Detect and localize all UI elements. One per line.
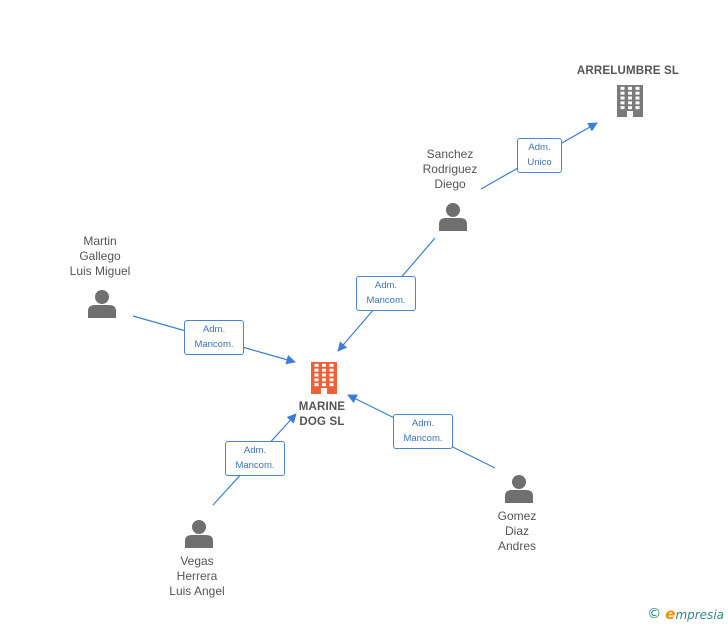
relation-role: Adm.	[202, 324, 226, 335]
person-icon-gomez[interactable]	[505, 475, 533, 503]
person-label-sanchez[interactable]: Sanchez Rodriguez Diego	[405, 147, 495, 192]
relation-role: Unico	[527, 157, 552, 168]
relation-role: Adm.	[243, 445, 267, 456]
company-name-line-1: MARINE	[298, 401, 346, 413]
footer-branding: © empresia	[647, 604, 724, 624]
company-name-line-2: DOG SL	[299, 416, 345, 428]
relation-role: Adm.	[374, 280, 398, 291]
person-label-martin[interactable]: Martin Gallego Luis Miguel	[55, 234, 145, 279]
company-label-marine[interactable]: MARINE DOG SL	[272, 400, 372, 430]
person-icon-martin[interactable]	[88, 290, 116, 318]
relation-label-sanchez-marine[interactable]: Adm. Mancom.	[356, 276, 416, 311]
brand-name: mpresia	[675, 608, 724, 622]
person-name-line: Gomez	[497, 509, 537, 523]
person-name-line: Herrera	[176, 569, 218, 583]
relation-label-sanchez-arrelumbre[interactable]: Adm. Unico	[517, 138, 562, 173]
person-name-line: Rodriguez	[422, 162, 478, 176]
person-name-line: Diaz	[504, 524, 529, 538]
relation-label-vegas-marine[interactable]: Adm. Mancom.	[225, 441, 285, 476]
person-name-line: Sanchez	[426, 147, 474, 161]
person-icon-sanchez[interactable]	[439, 203, 467, 231]
person-icon-vegas[interactable]	[185, 520, 213, 548]
person-label-vegas[interactable]: Vegas Herrera Luis Angel	[152, 554, 242, 599]
relation-role: Mancom.	[366, 295, 406, 306]
person-name-line: Gallego	[79, 249, 121, 263]
company-name-arrelumbre: ARRELUMBRE SL	[576, 65, 680, 77]
brand-initial: e	[665, 605, 676, 623]
person-name-line: Vegas	[180, 554, 214, 568]
relation-label-gomez-marine[interactable]: Adm. Mancom.	[393, 414, 453, 449]
relation-role: Mancom.	[235, 460, 275, 471]
building-icon-marine[interactable]	[311, 362, 337, 394]
person-name-line: Luis Miguel	[69, 264, 131, 278]
relation-role: Mancom.	[403, 433, 443, 444]
person-name-line: Martin	[83, 234, 117, 248]
relation-label-martin-marine[interactable]: Adm. Mancom.	[184, 320, 244, 355]
relation-role: Adm.	[411, 418, 435, 429]
company-label-arrelumbre[interactable]: ARRELUMBRE SL	[568, 64, 688, 79]
person-label-gomez[interactable]: Gomez Diaz Andres	[472, 509, 562, 554]
person-name-line: Luis Angel	[169, 584, 225, 598]
brand-logo[interactable]: empresia	[665, 605, 724, 623]
person-name-line: Diego	[434, 177, 466, 191]
person-name-line: Andres	[497, 539, 537, 553]
copyright-icon: ©	[647, 606, 662, 622]
relation-role: Adm.	[528, 142, 551, 153]
building-icon-arrelumbre[interactable]	[617, 85, 643, 117]
relation-role: Mancom.	[194, 339, 234, 350]
